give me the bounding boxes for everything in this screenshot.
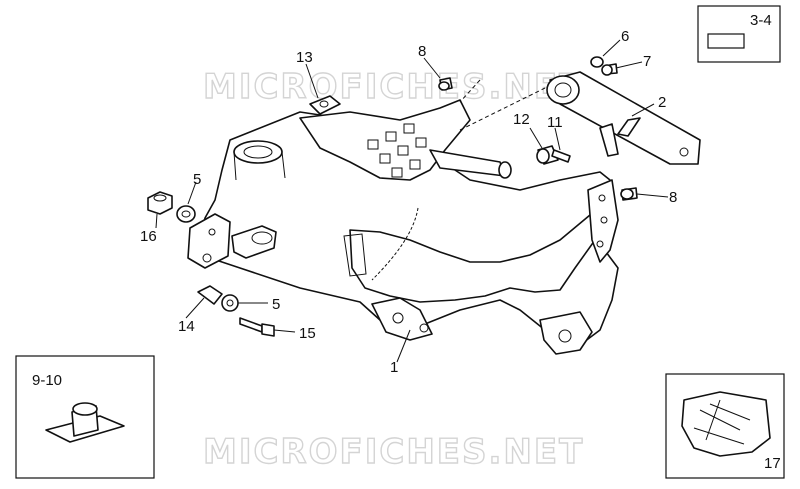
callout-9-10: 9-10 (32, 372, 62, 389)
callout-15: 15 (299, 325, 316, 342)
subframe-bracket (546, 71, 701, 165)
callout-5-lower: 5 (272, 296, 280, 313)
clip-nut-icon (45, 402, 125, 443)
watermark-top: MICROFICHES.NET (203, 67, 584, 107)
main-frame (187, 99, 619, 355)
leader-lines (155, 39, 669, 363)
frame-mini-icon (681, 391, 771, 457)
callout-14: 14 (178, 318, 195, 335)
callout-1: 1 (390, 359, 398, 376)
hardware (147, 56, 638, 337)
callout-17: 17 (764, 455, 781, 472)
callout-16: 16 (140, 228, 157, 245)
callout-5-upper: 5 (193, 171, 201, 188)
callout-8-upper: 8 (418, 43, 426, 60)
plate-icon (707, 33, 745, 49)
callout-12: 12 (513, 111, 530, 128)
callout-11: 11 (547, 114, 563, 131)
callout-8-right: 8 (669, 189, 677, 206)
callout-3-4: 3-4 (750, 12, 772, 29)
truss-holes (367, 123, 427, 178)
callout-2: 2 (658, 94, 666, 111)
callout-7: 7 (643, 53, 651, 70)
watermark-bottom: MICROFICHES.NET (203, 432, 584, 472)
callout-labels: 1 2 3-4 5 5 6 7 8 8 9-10 11 12 13 14 15 … (32, 12, 781, 472)
callout-6: 6 (621, 28, 629, 45)
callout-13: 13 (296, 49, 313, 66)
